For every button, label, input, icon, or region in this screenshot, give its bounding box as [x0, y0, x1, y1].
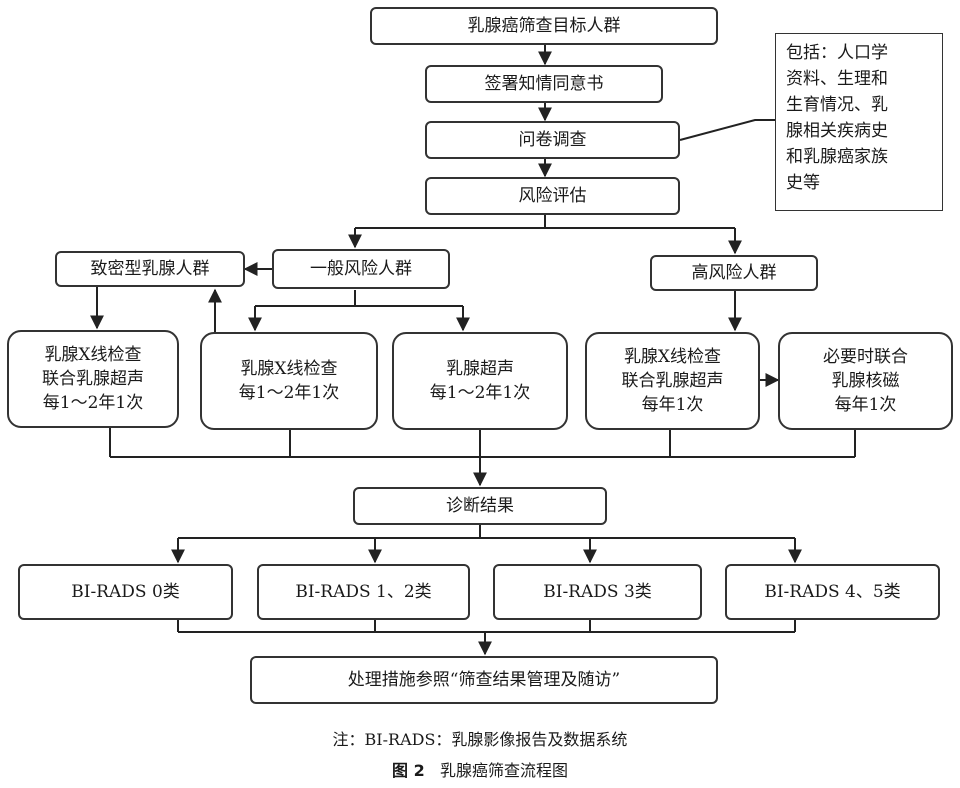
- node-high-risk-mri: 必要时联合 乳腺核磁 每年1次: [778, 332, 953, 430]
- node-target-population: 乳腺癌筛查目标人群: [370, 7, 718, 45]
- node-informed-consent: 签署知情同意书: [425, 65, 663, 103]
- node-dense-breast-population: 致密型乳腺人群: [55, 251, 245, 287]
- node-diagnosis-result: 诊断结果: [353, 487, 607, 525]
- node-birads-0: BI-RADS 0类: [18, 564, 233, 620]
- node-dense-screening: 乳腺X线检查 联合乳腺超声 每1～2年1次: [7, 330, 179, 428]
- node-risk-assessment: 风险评估: [425, 177, 680, 215]
- node-questionnaire: 问卷调查: [425, 121, 680, 159]
- node-general-ultrasound: 乳腺超声 每1～2年1次: [392, 332, 568, 430]
- node-birads-1-2: BI-RADS 1、2类: [257, 564, 470, 620]
- figure-caption: 图 2 乳腺癌筛查流程图: [0, 757, 960, 781]
- questionnaire-note: 包括：人口学 资料、生理和 生育情况、乳 腺相关疾病史 和乳腺癌家族 史等: [775, 33, 943, 211]
- node-follow-up-action: 处理措施参照“筛查结果管理及随访”: [250, 656, 718, 704]
- node-high-risk-population: 高风险人群: [650, 255, 818, 291]
- node-high-risk-screening: 乳腺X线检查 联合乳腺超声 每年1次: [585, 332, 760, 430]
- figure-label: 图 2: [392, 761, 425, 780]
- figure-title: 乳腺癌筛查流程图: [439, 761, 568, 780]
- footnote: 注：BI-RADS：乳腺影像报告及数据系统: [332, 730, 628, 749]
- node-birads-4-5: BI-RADS 4、5类: [725, 564, 940, 620]
- node-general-mammography: 乳腺X线检查 每1～2年1次: [200, 332, 378, 430]
- survey-note-connector: [679, 119, 775, 141]
- node-birads-3: BI-RADS 3类: [493, 564, 702, 620]
- node-general-risk-population: 一般风险人群: [272, 249, 450, 289]
